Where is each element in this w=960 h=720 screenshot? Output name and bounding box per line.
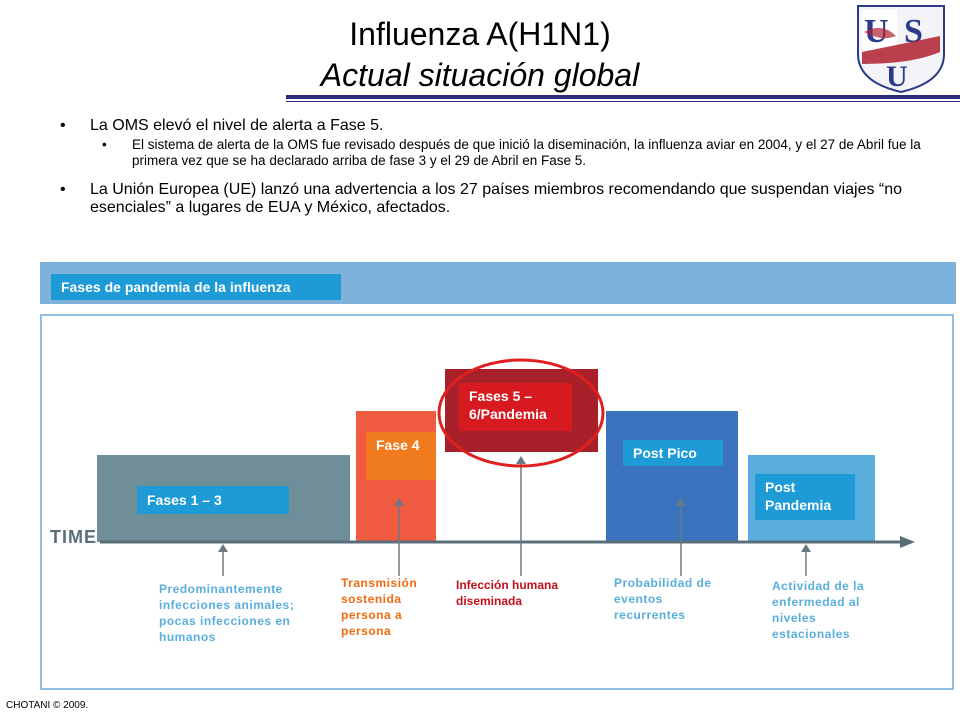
phase-label-fases-5-6: Fases 5 – 6/Pandemia xyxy=(459,383,572,431)
bullet-dot: • xyxy=(60,181,66,198)
phase-description-fases-5-6: Infección humana diseminada xyxy=(456,578,559,608)
arrowhead-post-pico xyxy=(676,498,686,506)
bullet-list: • La OMS elevó el nivel de alerta a Fase… xyxy=(60,117,930,217)
bullet-text: La Unión Europea (UE) lanzó una adverten… xyxy=(90,181,903,216)
phase-description-post-pico: Probabilidad de eventos recurrentes xyxy=(614,576,712,622)
title-rule-thick xyxy=(286,95,960,99)
bullet-item: • La Unión Europea (UE) lanzó una advert… xyxy=(60,181,930,217)
time-axis-label: TIME xyxy=(50,527,97,547)
time-axis-arrowhead xyxy=(900,536,915,548)
phase-label-post-pandemia: Post Pandemia xyxy=(755,474,855,520)
phase-label-fase-4: Fase 4 xyxy=(366,432,436,480)
arrowhead-fases-1-3 xyxy=(218,544,228,552)
phase-label-fases-1-3: Fases 1 – 3 xyxy=(137,486,289,514)
pointer-arrows xyxy=(222,460,807,576)
phase-block-post-pico xyxy=(606,411,738,542)
sub-bullet-item: • El sistema de alerta de la OMS fue rev… xyxy=(60,137,930,169)
sub-bullet-text: El sistema de alerta de la OMS fue revis… xyxy=(132,137,921,168)
title-rule-thin xyxy=(286,101,960,102)
bullet-text: La OMS elevó el nivel de alerta a Fase 5… xyxy=(90,117,384,134)
diagram-banner-title: Fases de pandemia de la influenza xyxy=(51,274,341,300)
bullet-item: • La OMS elevó el nivel de alerta a Fase… xyxy=(60,117,930,135)
slide-footer: CHOTANI © 2009. xyxy=(6,700,89,711)
phase-description-fase-4: Transmisión sostenida persona a persona xyxy=(341,576,418,638)
phase-description-fases-1-3: Predominantemente infecciones animales; … xyxy=(159,582,295,644)
arrowhead-fases-5-6 xyxy=(516,456,526,464)
arrowhead-post-pandemia xyxy=(801,544,811,552)
highlight-circle xyxy=(437,358,605,468)
phase-description-post-pandemia: Actividad de la enfermedad al niveles es… xyxy=(772,579,865,641)
svg-text:U: U xyxy=(886,60,908,93)
slide-title: Influenza A(H1N1) xyxy=(349,16,611,52)
bullet-dot: • xyxy=(102,137,107,152)
arrowhead-fase-4 xyxy=(394,498,404,506)
usu-logo-icon: U S U xyxy=(857,5,945,94)
slide-subtitle: Actual situación global xyxy=(320,57,640,93)
phase-label-post-pico: Post Pico xyxy=(623,440,723,466)
bullet-dot: • xyxy=(60,117,66,134)
pointer-arrowheads xyxy=(218,456,811,552)
